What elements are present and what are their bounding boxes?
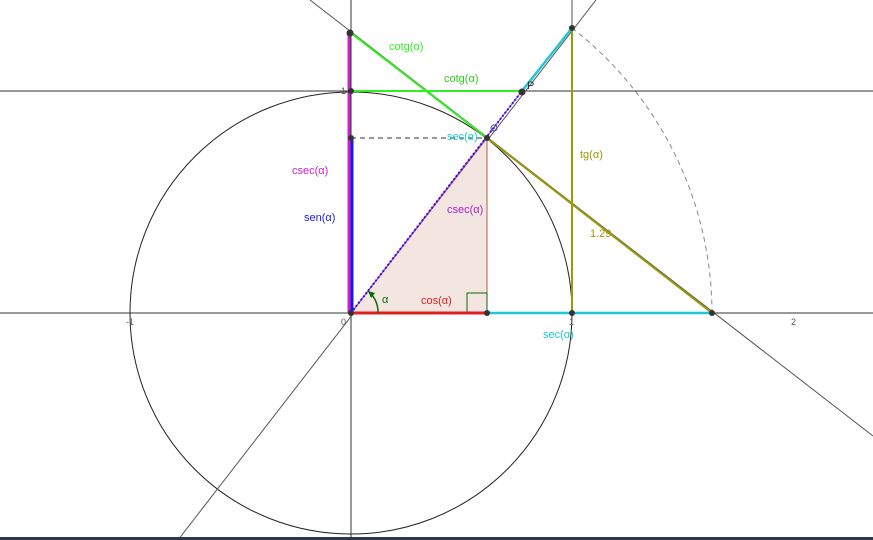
- sec-radius-arc: [571, 27, 713, 314]
- label-cotg-upper: cotg(α): [389, 41, 423, 53]
- label-tg: tg(α): [580, 149, 603, 161]
- label-csec-inner: csec(α): [447, 204, 483, 216]
- label-sec-radius: sec(α): [447, 131, 478, 143]
- tick-x-2: 2: [791, 317, 796, 327]
- point-sec[interactable]: [709, 310, 715, 316]
- point-origin[interactable]: [348, 310, 354, 316]
- point-sin[interactable]: [348, 135, 354, 141]
- point-center-dot: [493, 127, 495, 129]
- label-alpha: α: [382, 294, 389, 306]
- label-cos: cos(α): [421, 295, 452, 307]
- bottom-bar: [0, 537, 873, 540]
- tick-y-1: 1: [341, 86, 346, 96]
- label-sen: sen(α): [304, 212, 335, 224]
- point-csec-top[interactable]: [346, 29, 354, 37]
- label-csec-left: csec(α): [292, 165, 328, 177]
- point-center-marker: [490, 124, 498, 132]
- label-value-129: 1.29: [590, 228, 611, 240]
- point-cos[interactable]: [484, 310, 490, 316]
- radius-segment-overlay: [350, 90, 523, 314]
- angle-arrow-icon: [368, 291, 375, 298]
- point-unit[interactable]: [484, 135, 490, 141]
- tick-x-neg1: -1: [126, 317, 134, 327]
- cotg-segment-tangent: [350, 32, 488, 139]
- tg-segment-tangent: [486, 137, 713, 314]
- point-x1[interactable]: [569, 310, 575, 316]
- label-cotg-mid: cotg(α): [444, 73, 478, 85]
- tick-x-0: 0: [341, 317, 346, 327]
- point-y1[interactable]: [348, 88, 354, 94]
- tick-x-1: 1: [569, 317, 574, 327]
- sec-segment-ray: [521, 27, 573, 92]
- label-point-p: P: [527, 80, 534, 92]
- label-sec-axis: sec(α): [543, 329, 574, 341]
- point-tan-top[interactable]: [569, 25, 575, 31]
- point-p[interactable]: [518, 88, 526, 96]
